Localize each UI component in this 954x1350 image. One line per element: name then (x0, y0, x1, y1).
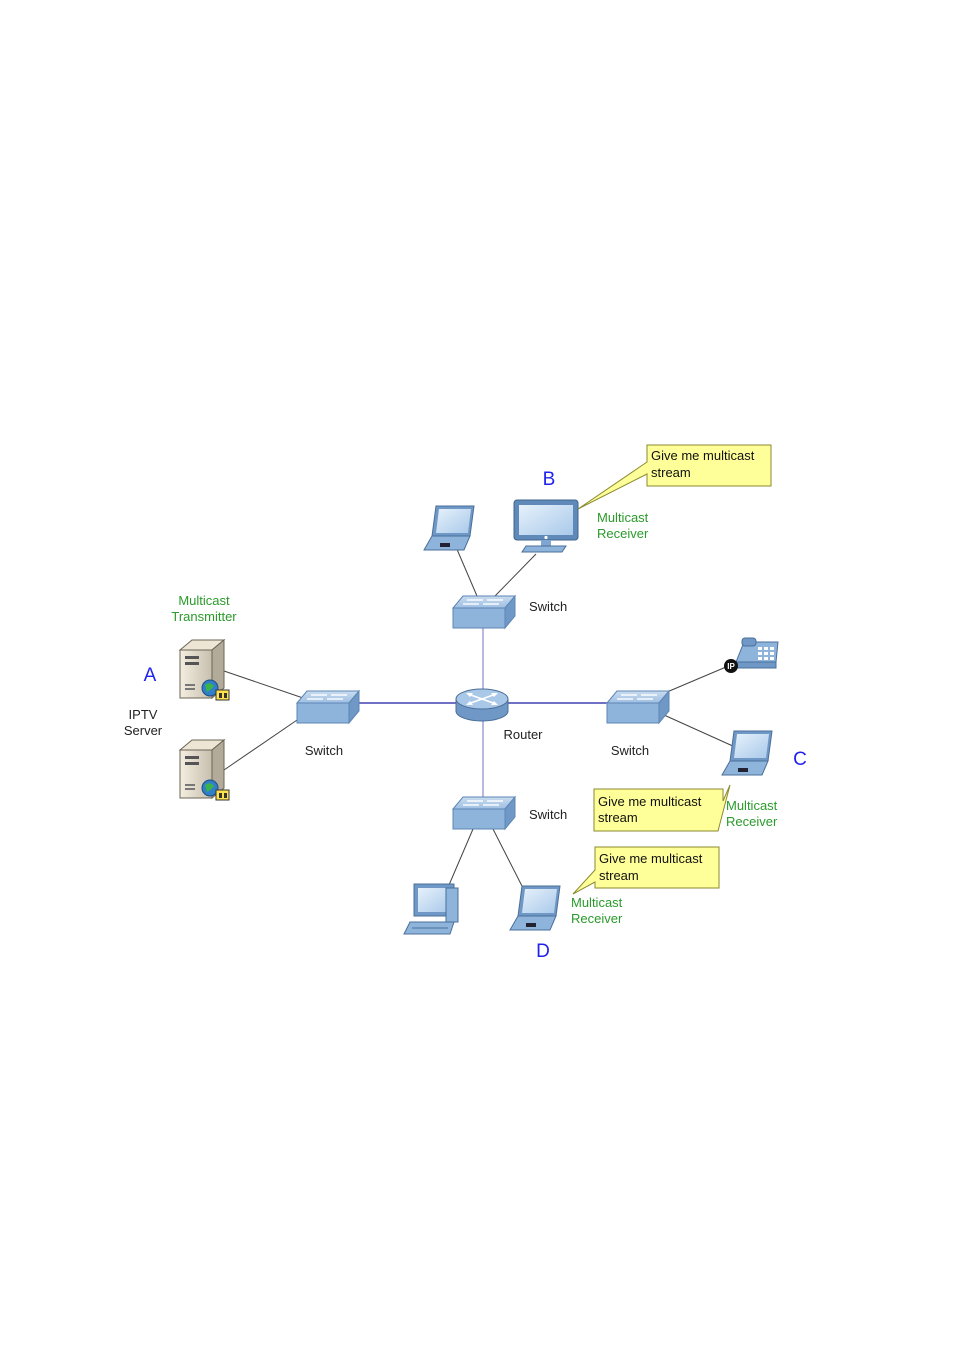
switch-right-label: Switch (611, 743, 649, 758)
transmitter-label-line1: Multicast (178, 593, 230, 608)
ip-phone-icon: IP (724, 638, 778, 673)
callout-c: Give me multicast stream (594, 785, 730, 831)
letter-a: A (144, 665, 157, 686)
link-server1-switch-left (224, 671, 306, 699)
link-laptop-top-switch-top (456, 547, 477, 596)
callout-b-line2: stream (651, 465, 691, 480)
iptv-label: IPTV (129, 707, 158, 722)
monitor-icon (514, 500, 578, 552)
switch-left-label: Switch (305, 743, 343, 758)
receiver-b-label-line1: Multicast (597, 510, 649, 525)
router-label: Router (503, 727, 543, 742)
callout-d-line1: Give me multicast (599, 851, 703, 866)
receiver-b-label-line2: Receiver (597, 526, 649, 541)
link-laptop-d-switch-bottom (493, 829, 524, 890)
desktop-computer-icon (404, 884, 458, 934)
receiver-c-label-line1: Multicast (726, 798, 778, 813)
laptop-c-icon (722, 731, 772, 775)
switch-top-label: Switch (529, 599, 567, 614)
laptop-icon (424, 506, 474, 550)
link-phone-switch-right (667, 667, 726, 692)
callout-d: Give me multicast stream (573, 847, 719, 894)
server-icon (180, 740, 229, 800)
switch-right-icon (607, 691, 669, 723)
letter-c: C (793, 749, 807, 770)
letter-d: D (536, 941, 550, 962)
callout-c-line2: stream (598, 810, 638, 825)
callout-b-line1: Give me multicast (651, 448, 755, 463)
callout-d-line2: stream (599, 868, 639, 883)
switch-bottom-label: Switch (529, 807, 567, 822)
callout-b: Give me multicast stream (578, 445, 771, 509)
transmitter-label-line2: Transmitter (171, 609, 237, 624)
link-laptop-c-switch-right (664, 715, 735, 747)
callout-c-line1: Give me multicast (598, 794, 702, 809)
switch-top-icon (453, 596, 515, 628)
link-monitor-b-switch-top (495, 554, 536, 596)
server-label: Server (124, 723, 163, 738)
receiver-d-label-line1: Multicast (571, 895, 623, 910)
link-server2-switch-left (224, 718, 300, 770)
laptop-d-icon (510, 886, 560, 930)
receiver-c-label-line2: Receiver (726, 814, 778, 829)
switch-bottom-icon (453, 797, 515, 829)
iptv-server-icon (180, 640, 229, 700)
router-icon (456, 689, 508, 721)
ip-phone-badge: IP (727, 662, 735, 671)
link-desktop-switch-bottom (449, 829, 473, 885)
switch-left-icon (297, 691, 359, 723)
letter-b: B (543, 469, 556, 490)
receiver-d-label-line2: Receiver (571, 911, 623, 926)
